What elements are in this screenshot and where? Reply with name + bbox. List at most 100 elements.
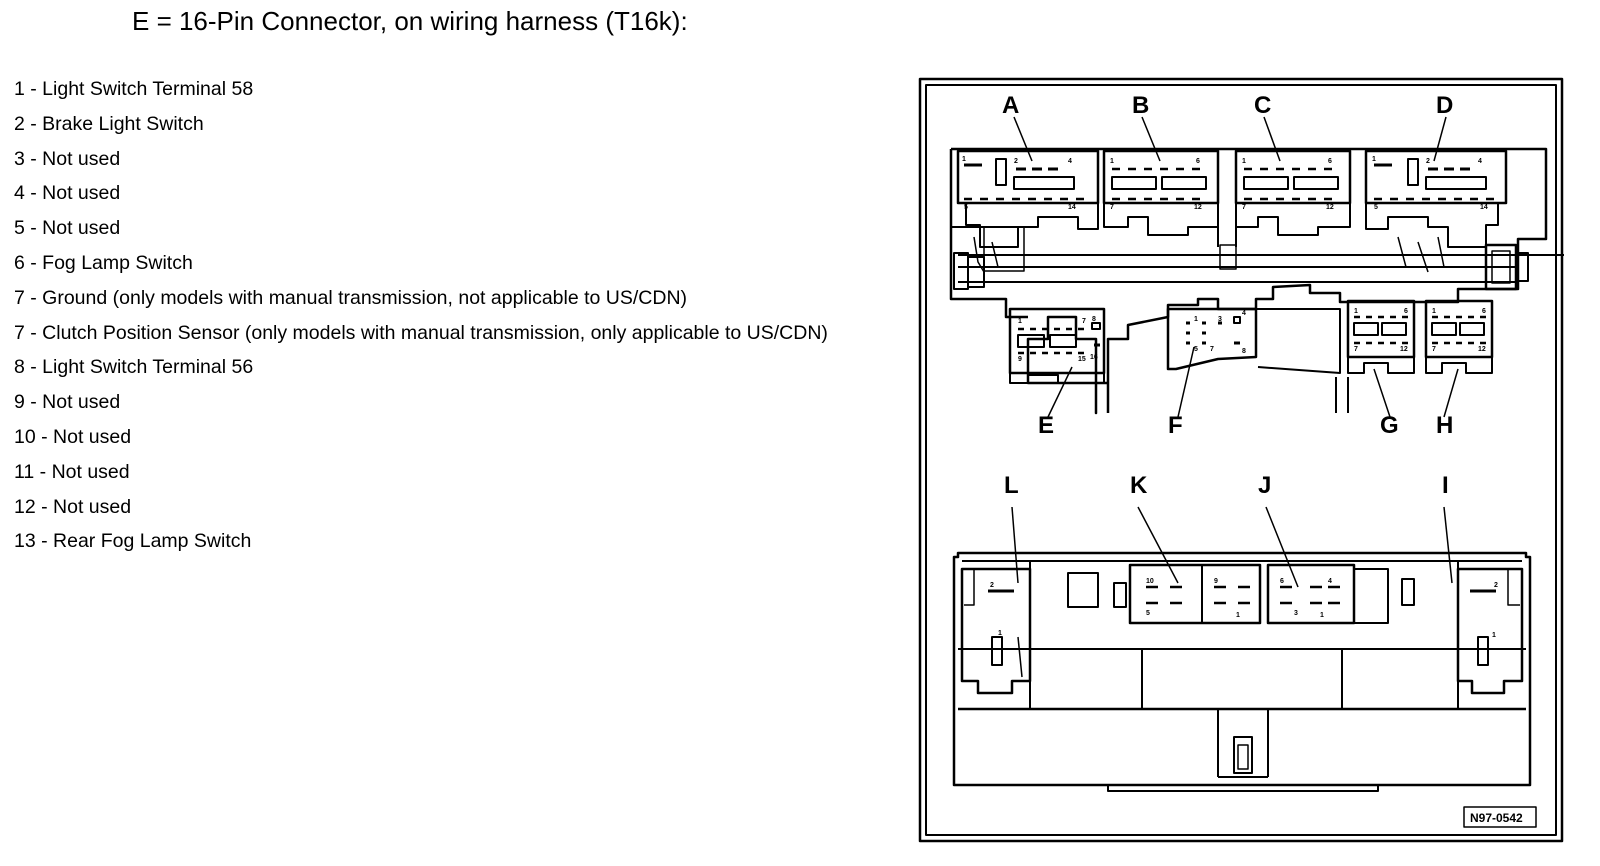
label-l: L [1004, 472, 1019, 499]
pin-number: 3 [1218, 316, 1222, 323]
pin-number: 7 [1082, 318, 1086, 325]
pin-number: 5 [1194, 346, 1198, 353]
pin-number: 1 [998, 630, 1002, 637]
pin-number: 10 [1146, 578, 1154, 585]
reference-code-text: N97-0542 [1470, 811, 1523, 825]
pin-number: 6 [1280, 578, 1284, 585]
connector-h [1424, 299, 1494, 374]
pin-item: 4 - Not used [14, 182, 121, 205]
pin-number: 12 [1478, 346, 1486, 353]
connector-j [1266, 563, 1415, 625]
pin-item: 12 - Not used [14, 495, 132, 518]
pin-number: 5 [1146, 610, 1150, 617]
pin-number: 12 [1326, 204, 1334, 211]
pin-numbers: 1 2 4 5 14 1 6 7 12 1 6 7 12 1 2 4 5 14 … [962, 156, 1498, 639]
pin-number: 6 [1482, 308, 1486, 315]
pin-item: 7 - Ground (only models with manual tran… [14, 286, 688, 309]
pin-number: 2 [1426, 158, 1430, 165]
pin-number: 15 [1078, 356, 1086, 363]
pin-number: 1 [1018, 318, 1022, 325]
label-k: K [1130, 472, 1148, 499]
reference-code: N97-0542 [1463, 806, 1537, 828]
pin-number: 12 [1400, 346, 1408, 353]
pin-number: 7 [1242, 204, 1246, 211]
pin-number: 1 [1110, 158, 1114, 165]
pin-number: 14 [1068, 204, 1076, 211]
connector-g [1346, 299, 1416, 374]
pin-number: 1 [1236, 612, 1240, 619]
pin-item: 11 - Not used [14, 460, 130, 483]
pin-number: 6 [1196, 158, 1200, 165]
pin-number: 2 [990, 582, 994, 589]
pin-number: 4 [1478, 158, 1482, 165]
pin-number: 8 [1092, 316, 1096, 323]
connector-i [1456, 567, 1524, 695]
label-f: F [1168, 412, 1183, 439]
connector-b [1102, 149, 1220, 236]
lower-housing [952, 551, 1532, 792]
pin-item: 9 - Not used [14, 391, 121, 414]
frame-inner [925, 84, 1557, 836]
label-d: D [1436, 92, 1453, 119]
connector-f [1166, 307, 1341, 374]
pin-number: 1 [1372, 156, 1376, 163]
pin-item: 2 - Brake Light Switch [14, 112, 204, 135]
label-c: C [1254, 92, 1271, 119]
label-a: A [1002, 92, 1019, 119]
label-g: G [1380, 412, 1399, 439]
pin-item: 7 - Clutch Position Sensor (only models … [14, 321, 828, 344]
pin-number: 4 [1068, 158, 1072, 165]
pin-item: 10 - Not used [14, 425, 132, 448]
pin-number: 1 [1320, 612, 1324, 619]
pin-number: 5 [964, 204, 968, 211]
frame-outer [918, 77, 1564, 843]
pin-number: 8 [1242, 348, 1246, 355]
pin-item: 8 - Light Switch Terminal 56 [14, 356, 254, 379]
pin-number: 16 [1090, 354, 1098, 361]
label-i: I [1442, 472, 1449, 499]
page-title: E = 16-Pin Connector, on wiring harness … [132, 6, 688, 36]
pin-number: 1 [1354, 308, 1358, 315]
connector-letter-labels: A B C D E F G H I J K L [1002, 92, 1453, 499]
connector-diagram-svg: A B C D E F G H I J K L 1 2 4 5 14 1 6 7… [918, 77, 1564, 843]
pin-number: 3 [1294, 610, 1298, 617]
leader-lines [1011, 116, 1459, 588]
pin-item: 1 - Light Switch Terminal 58 [14, 78, 254, 100]
pin-number: 2 [1494, 582, 1498, 589]
pin-number: 4 [1328, 578, 1332, 585]
label-j: J [1258, 472, 1271, 499]
pin-number: 2 [1014, 158, 1018, 165]
pin-number: 1 [1194, 316, 1198, 323]
pin-number: 5 [1374, 204, 1378, 211]
pin-item: 5 - Not used [14, 217, 121, 240]
label-h: H [1436, 412, 1453, 439]
connector-k [1067, 563, 1262, 625]
connector-c [1217, 149, 1352, 270]
pin-number: 9 [1018, 356, 1022, 363]
pin-item: 13 - Rear Fog Lamp Switch [14, 530, 252, 553]
pin-number: 1 [1242, 158, 1246, 165]
pin-number: 14 [1480, 204, 1488, 211]
connector-diagram: A B C D E F G H I J K L 1 2 4 5 14 1 6 7… [918, 77, 1564, 843]
pin-number: 12 [1194, 204, 1202, 211]
pin-item: 3 - Not used [14, 147, 121, 170]
connector-e [1008, 307, 1106, 384]
pin-number: 9 [1214, 578, 1218, 585]
pin-number: 7 [1432, 346, 1436, 353]
pin-number: 7 [1110, 204, 1114, 211]
pin-number: 1 [1492, 632, 1496, 639]
connector-l [960, 567, 1032, 695]
pin-number: 6 [1404, 308, 1408, 315]
pin-number: 1 [962, 156, 966, 163]
pin-assignment-list: 1 - Light Switch Terminal 58 2 - Brake L… [14, 74, 828, 561]
pin-number: 1 [1432, 308, 1436, 315]
connector-a [956, 149, 1100, 273]
pin-number: 6 [1328, 158, 1332, 165]
pin-number: 4 [1242, 310, 1246, 317]
pin-item: 6 - Fog Lamp Switch [14, 251, 193, 274]
label-b: B [1132, 92, 1149, 119]
pin-number: 7 [1354, 346, 1358, 353]
connector-d [1364, 149, 1508, 273]
pin-number: 7 [1210, 346, 1214, 353]
label-e: E [1038, 412, 1054, 439]
